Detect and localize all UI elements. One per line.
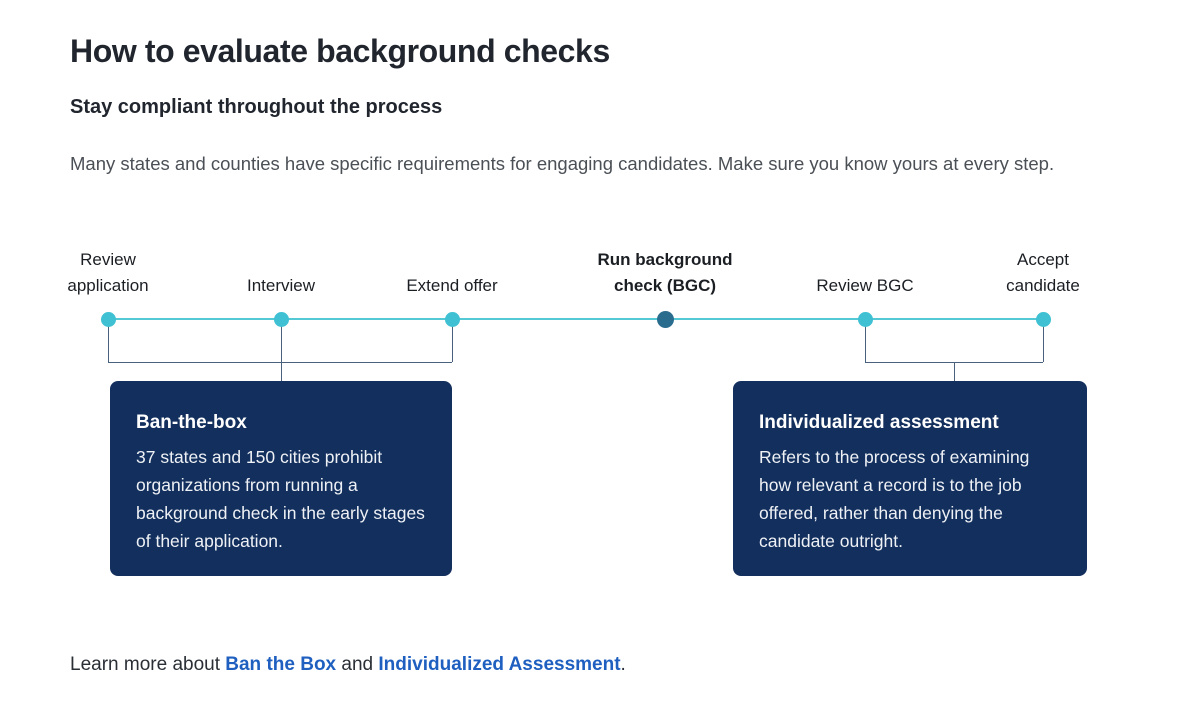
- bracket-line: [108, 362, 452, 363]
- ban-the-box-link[interactable]: Ban the Box: [225, 654, 337, 675]
- bracket-line: [1043, 319, 1044, 362]
- timeline-dot: [444, 311, 460, 327]
- callout-body: Refers to the process of examining how r…: [759, 447, 1030, 551]
- callout-body: 37 states and 150 cities prohibit organi…: [136, 447, 425, 551]
- timeline-step-label: Accept candidate: [1006, 250, 1080, 295]
- bracket-line: [954, 362, 955, 381]
- page-subtitle: Stay compliant throughout the process: [70, 96, 443, 118]
- learn-more-suffix: .: [620, 654, 626, 675]
- timeline-dot: [273, 311, 289, 327]
- bracket-line: [281, 319, 282, 381]
- learn-more-conjunction: and: [336, 654, 379, 675]
- timeline-step-label: Extend offer: [406, 276, 498, 295]
- callout-title: Ban-the-box: [136, 412, 247, 433]
- learn-more-text: Learn more about Ban the Box and Individ…: [70, 654, 626, 676]
- timeline-dot: [1035, 311, 1051, 327]
- bracket-line: [108, 319, 109, 362]
- timeline-step-label: Review application: [67, 250, 149, 295]
- timeline-step-label: Review BGC: [816, 276, 914, 295]
- learn-more-prefix: Learn more about: [70, 654, 226, 675]
- callout-title: Individualized assessment: [759, 412, 999, 433]
- timeline-step-label: Run background check (BGC): [597, 250, 733, 295]
- timeline-dot: [857, 311, 873, 327]
- callout-ban-the-box: Ban-the-box 37 states and 150 cities pro…: [110, 381, 452, 576]
- bracket-line: [865, 319, 866, 362]
- timeline-dot: [100, 311, 116, 327]
- timeline-dot: [656, 310, 674, 328]
- individualized-assessment-link[interactable]: Individualized Assessment: [378, 654, 621, 675]
- intro-paragraph: Many states and counties have specific r…: [70, 153, 1055, 174]
- callout-individualized-assessment: Individualized assessment Refers to the …: [733, 381, 1087, 576]
- timeline-step-label: Interview: [246, 276, 316, 295]
- page-title: How to evaluate background checks: [70, 33, 610, 69]
- bracket-line: [452, 319, 453, 362]
- timeline-line: [108, 318, 1043, 320]
